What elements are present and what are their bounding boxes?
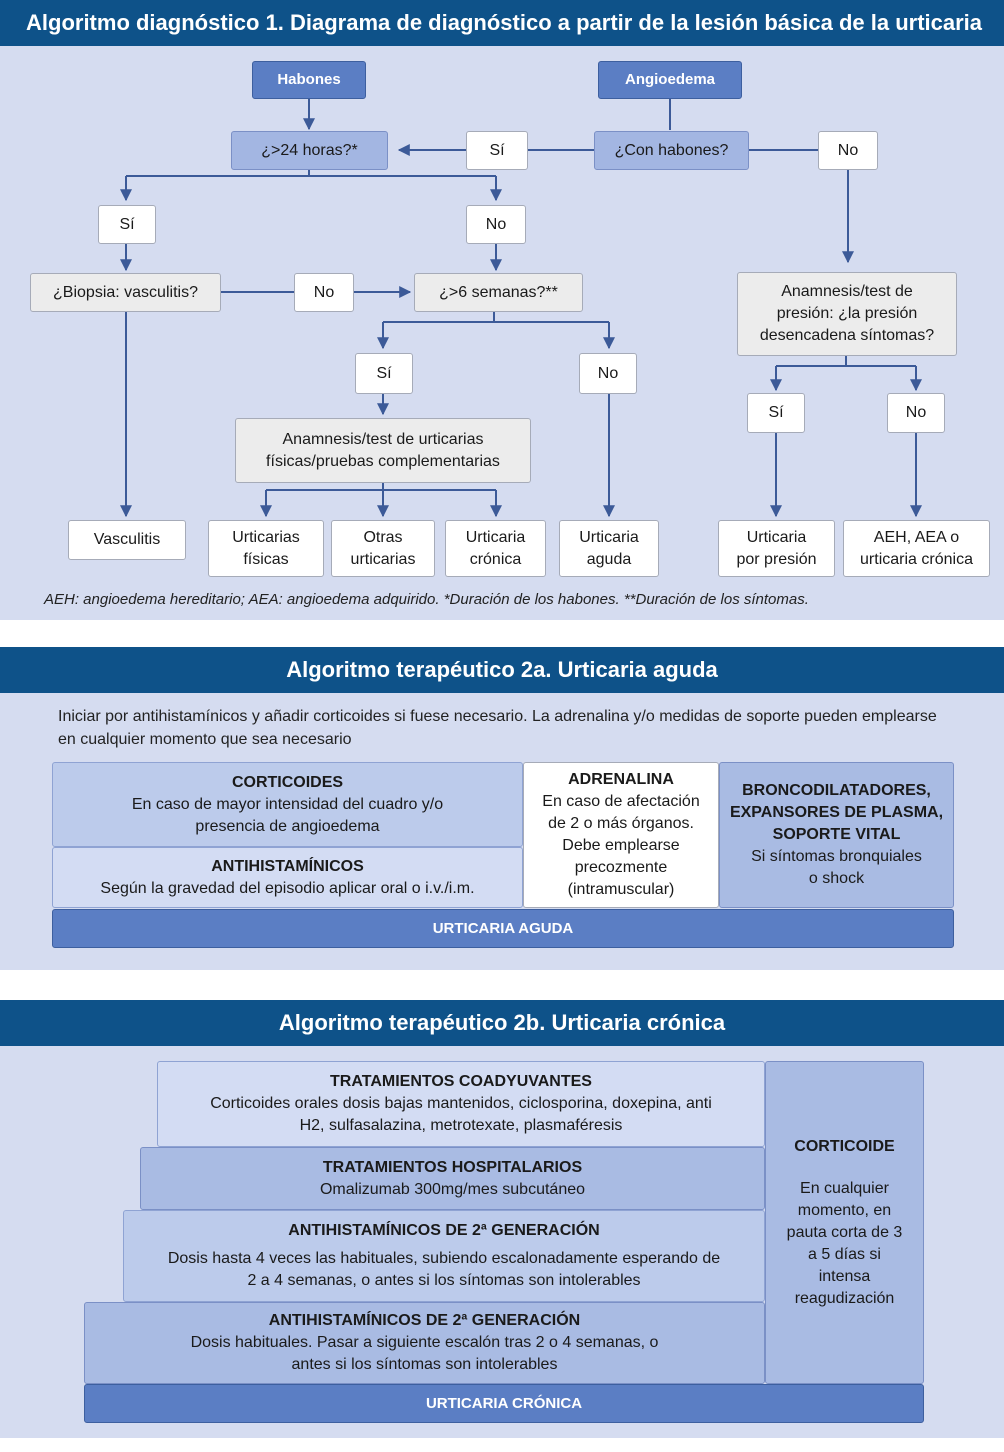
section2a-title: Algoritmo terapéutico 2a. Urticaria agud… — [0, 647, 1004, 693]
adrenalina-text: En caso de afectación de 2 o más órganos… — [542, 793, 700, 898]
antihistaminicos-block: ANTIHISTAMÍNICOS Según la gravedad del e… — [52, 847, 523, 908]
pressure-test-node: Anamnesis/test de presión: ¿la presión d… — [737, 272, 957, 356]
yes-label: Sí — [98, 205, 156, 244]
corticoide-title: CORTICOIDE — [794, 1137, 895, 1155]
aeh-aea-result: AEH, AEA o urticaria crónica — [843, 520, 990, 577]
broncodilatadores-text: Si síntomas bronquiales o shock — [751, 848, 922, 887]
section2a-intro: Iniciar por antihistamínicos y añadir co… — [58, 708, 937, 748]
pressure-urticaria-result: Urticaria por presión — [718, 520, 835, 577]
step1-block: ANTIHISTAMÍNICOS DE 2ª GENERACIÓN Dosis … — [84, 1302, 765, 1384]
no-label: No — [294, 273, 354, 312]
adrenalina-block: ADRENALINA En caso de afectación de 2 o … — [523, 762, 719, 908]
acute-urticaria-base: URTICARIA AGUDA — [52, 909, 954, 948]
corticoides-title: CORTICOIDES — [231, 773, 344, 791]
step1-text: Dosis habituales. Pasar a siguiente esca… — [190, 1334, 659, 1373]
broncodilatadores-title: BRONCODILATADORES, EXPANSORES DE PLASMA,… — [729, 782, 944, 843]
antihistaminicos-title: ANTIHISTAMÍNICOS — [211, 857, 364, 875]
physical-tests-node: Anamnesis/test de urticarias físicas/pru… — [235, 418, 531, 483]
with-habones-node: ¿Con habones? — [594, 131, 749, 170]
biopsy-node: ¿Biopsia: vasculitis? — [30, 273, 221, 312]
step2-text: Dosis hasta 4 veces las habituales, subi… — [167, 1250, 721, 1289]
physical-urticaria-result: Urticarias físicas — [208, 520, 324, 577]
angioedema-node: Angioedema — [598, 61, 742, 99]
corticoides-text: En caso de mayor intensidad del cuadro y… — [131, 795, 444, 835]
no-label: No — [466, 205, 526, 244]
step4-block: TRATAMIENTOS COADYUVANTES Corticoides or… — [157, 1061, 765, 1147]
broncodilatadores-block: BRONCODILATADORES, EXPANSORES DE PLASMA,… — [719, 762, 954, 908]
antihistaminicos-text: Según la gravedad del episodio aplicar o… — [100, 879, 475, 897]
step2-title: ANTIHISTAMÍNICOS DE 2ª GENERACIÓN — [288, 1222, 600, 1239]
duration-6w-node: ¿>6 semanas?** — [414, 273, 583, 312]
step3-title: TRATAMIENTOS HOSPITALARIOS — [322, 1158, 583, 1176]
no-label: No — [818, 131, 878, 170]
corticoide-side-block: CORTICOIDE En cualquier momento, en paut… — [765, 1061, 924, 1384]
no-label: No — [887, 393, 945, 433]
step4-title: TRATAMIENTOS COADYUVANTES — [330, 1073, 592, 1090]
vasculitis-result: Vasculitis — [68, 520, 186, 560]
flowchart-connectors — [120, 99, 922, 518]
duration-24h-node: ¿>24 horas?* — [231, 131, 388, 170]
corticoide-text: En cualquier momento, en pauta corta de … — [786, 1179, 903, 1307]
step4-text: Corticoides orales dosis bajas mantenido… — [210, 1095, 712, 1134]
step3-block: TRATAMIENTOS HOSPITALARIOS Omalizumab 30… — [140, 1147, 765, 1210]
yes-label: Sí — [355, 353, 413, 394]
step3-text: Omalizumab 300mg/mes subcutáneo — [319, 1180, 586, 1198]
step1-title: ANTIHISTAMÍNICOS DE 2ª GENERACIÓN — [268, 1312, 581, 1329]
other-urticaria-result: Otras urticarias — [331, 520, 435, 577]
yes-label: Sí — [466, 131, 528, 170]
chronic-urticaria-base: URTICARIA CRÓNICA — [84, 1384, 924, 1423]
yes-label: Sí — [747, 393, 805, 433]
abbreviations-footnote: AEH: angioedema hereditario; AEA: angioe… — [44, 591, 809, 608]
corticoides-block: CORTICOIDES En caso de mayor intensidad … — [52, 762, 523, 847]
section1-title: Algoritmo diagnóstico 1. Diagrama de dia… — [0, 0, 1004, 46]
section2b-title: Algoritmo terapéutico 2b. Urticaria crón… — [0, 1000, 1004, 1046]
chronic-urticaria-result: Urticaria crónica — [445, 520, 546, 577]
acute-urticaria-result: Urticaria aguda — [559, 520, 659, 577]
adrenalina-title: ADRENALINA — [568, 771, 674, 788]
no-label: No — [579, 353, 637, 394]
habones-node: Habones — [252, 61, 366, 99]
step2-block: ANTIHISTAMÍNICOS DE 2ª GENERACIÓN Dosis … — [123, 1210, 765, 1302]
